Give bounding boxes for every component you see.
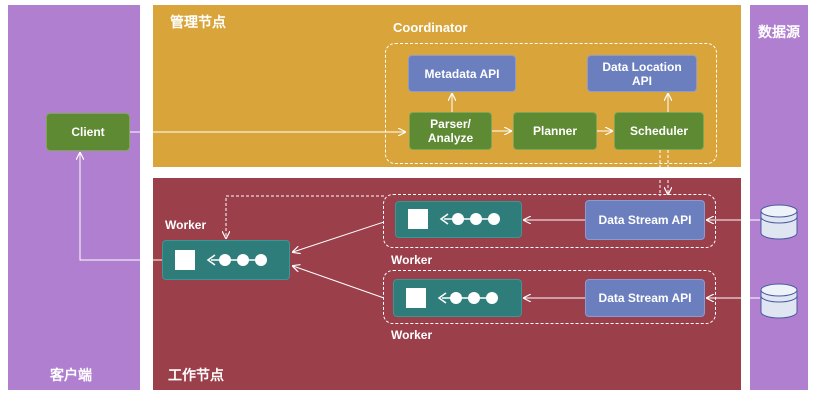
database-icon [760, 204, 798, 240]
data-source-panel [750, 5, 808, 390]
planner-node: Planner [513, 112, 597, 150]
arrow-worker-to-client [80, 153, 162, 261]
worker-top-boundary [383, 194, 716, 248]
arrow-top-worker-to-main [293, 221, 385, 252]
scheduler-node: Scheduler [614, 112, 704, 150]
management-panel-title: 管理节点 [170, 14, 226, 30]
pipeline-icon [175, 250, 267, 270]
worker-main-label: Worker [165, 218, 207, 232]
arrow-bottom-worker-to-main [293, 266, 385, 299]
data-stream-api-top-node: Data Stream API [585, 200, 705, 240]
data-source-panel-title: 数据源 [758, 24, 800, 40]
worker-panel-title: 工作节点 [168, 367, 224, 383]
data-stream-api-bottom-node: Data Stream API [585, 279, 705, 317]
metadata-api-node: Metadata API [408, 55, 516, 92]
pipeline-icon [408, 209, 500, 229]
worker-top-label: Worker [391, 253, 433, 267]
pipeline-icon [406, 288, 498, 308]
coordinator-title: Coordinator [393, 20, 468, 35]
client-panel-title: 客户端 [50, 367, 92, 383]
parser-analyze-node: Parser/ Analyze [409, 112, 492, 150]
data-location-api-node: Data Location API [587, 55, 697, 92]
database-icon [760, 283, 798, 319]
worker-bottom-label: Worker [391, 328, 433, 342]
client-panel [8, 5, 140, 390]
worker-bottom-boundary [383, 270, 716, 324]
client-node: Client [46, 113, 130, 151]
dashed-to-main-worker [226, 195, 384, 238]
coordinator-boundary [385, 43, 717, 164]
